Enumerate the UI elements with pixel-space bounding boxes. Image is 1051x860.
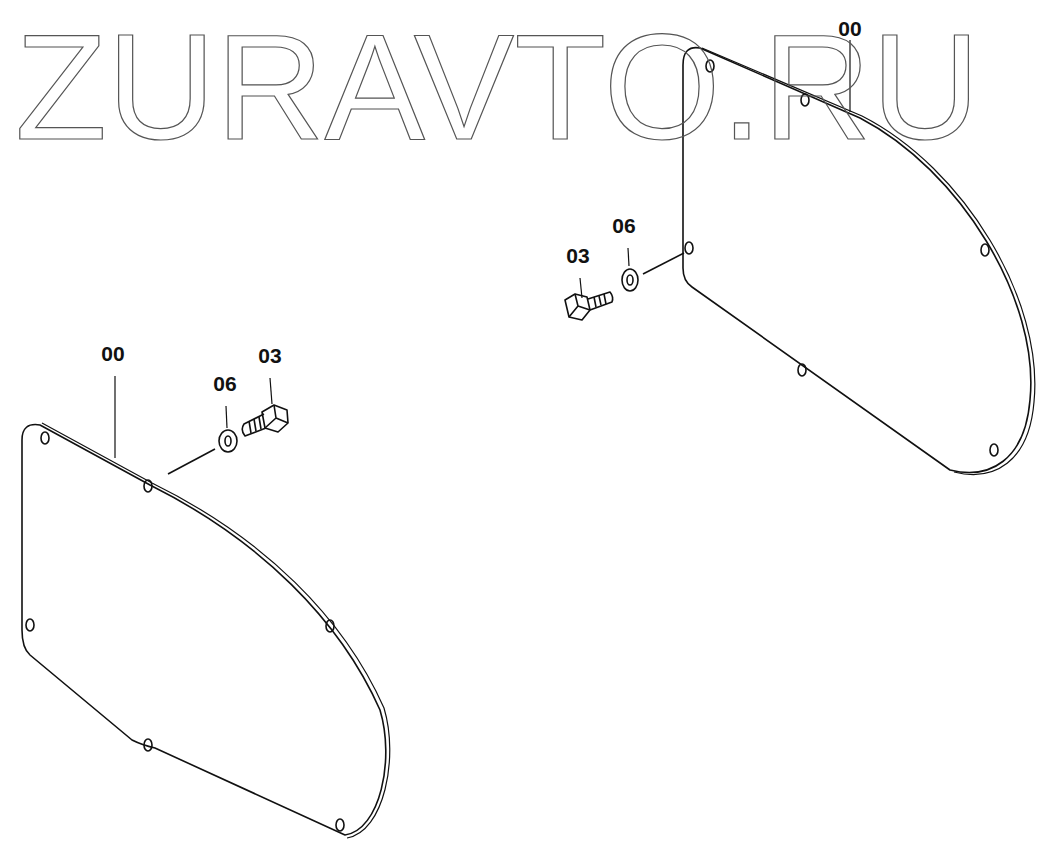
callout-number: 06 [612,215,635,236]
callout-number: 03 [566,245,589,266]
callout-number: 00 [101,343,124,364]
callout-number: 00 [838,18,861,39]
watermark: ZURAVTO.RU [15,12,980,162]
callout-number: 06 [213,373,236,394]
callout-number: 03 [258,345,281,366]
